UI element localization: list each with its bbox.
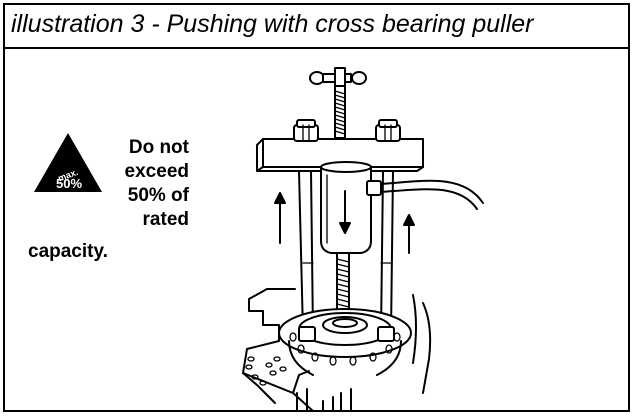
flange-holes bbox=[289, 332, 401, 366]
threaded-screw bbox=[334, 85, 346, 139]
bearing-puller-drawing bbox=[242, 67, 484, 411]
page-title: illustration 3 - Pushing with cross bear… bbox=[11, 10, 534, 38]
crossbar bbox=[256, 138, 424, 172]
illustration-frame: illustration 3 - Pushing with cross bear… bbox=[3, 3, 630, 412]
crossbar-nut-right bbox=[375, 119, 401, 142]
bearing-flange bbox=[278, 308, 412, 376]
warning-line: Do not bbox=[128, 137, 189, 158]
crossbar-nut-left bbox=[293, 119, 319, 142]
t-handle bbox=[309, 67, 367, 87]
warning-triangle-icon: max. 50% bbox=[34, 133, 102, 192]
warning-text: Do not exceed 50% of rated bbox=[103, 136, 189, 232]
housing-bolt-holes bbox=[245, 356, 287, 386]
leg-collars bbox=[298, 326, 395, 342]
hose bbox=[366, 179, 484, 210]
warning-last-line: capacity. bbox=[28, 241, 108, 262]
puller-legs bbox=[298, 170, 394, 334]
warning-line: exceed bbox=[124, 161, 189, 182]
warning-badge-bottom: 50% bbox=[56, 176, 82, 191]
warning-line: 50% of bbox=[127, 185, 189, 206]
force-arrows bbox=[274, 190, 415, 254]
warning-line: rated bbox=[142, 209, 189, 230]
title-bar: illustration 3 - Pushing with cross bear… bbox=[5, 5, 628, 49]
housing bbox=[242, 288, 432, 411]
